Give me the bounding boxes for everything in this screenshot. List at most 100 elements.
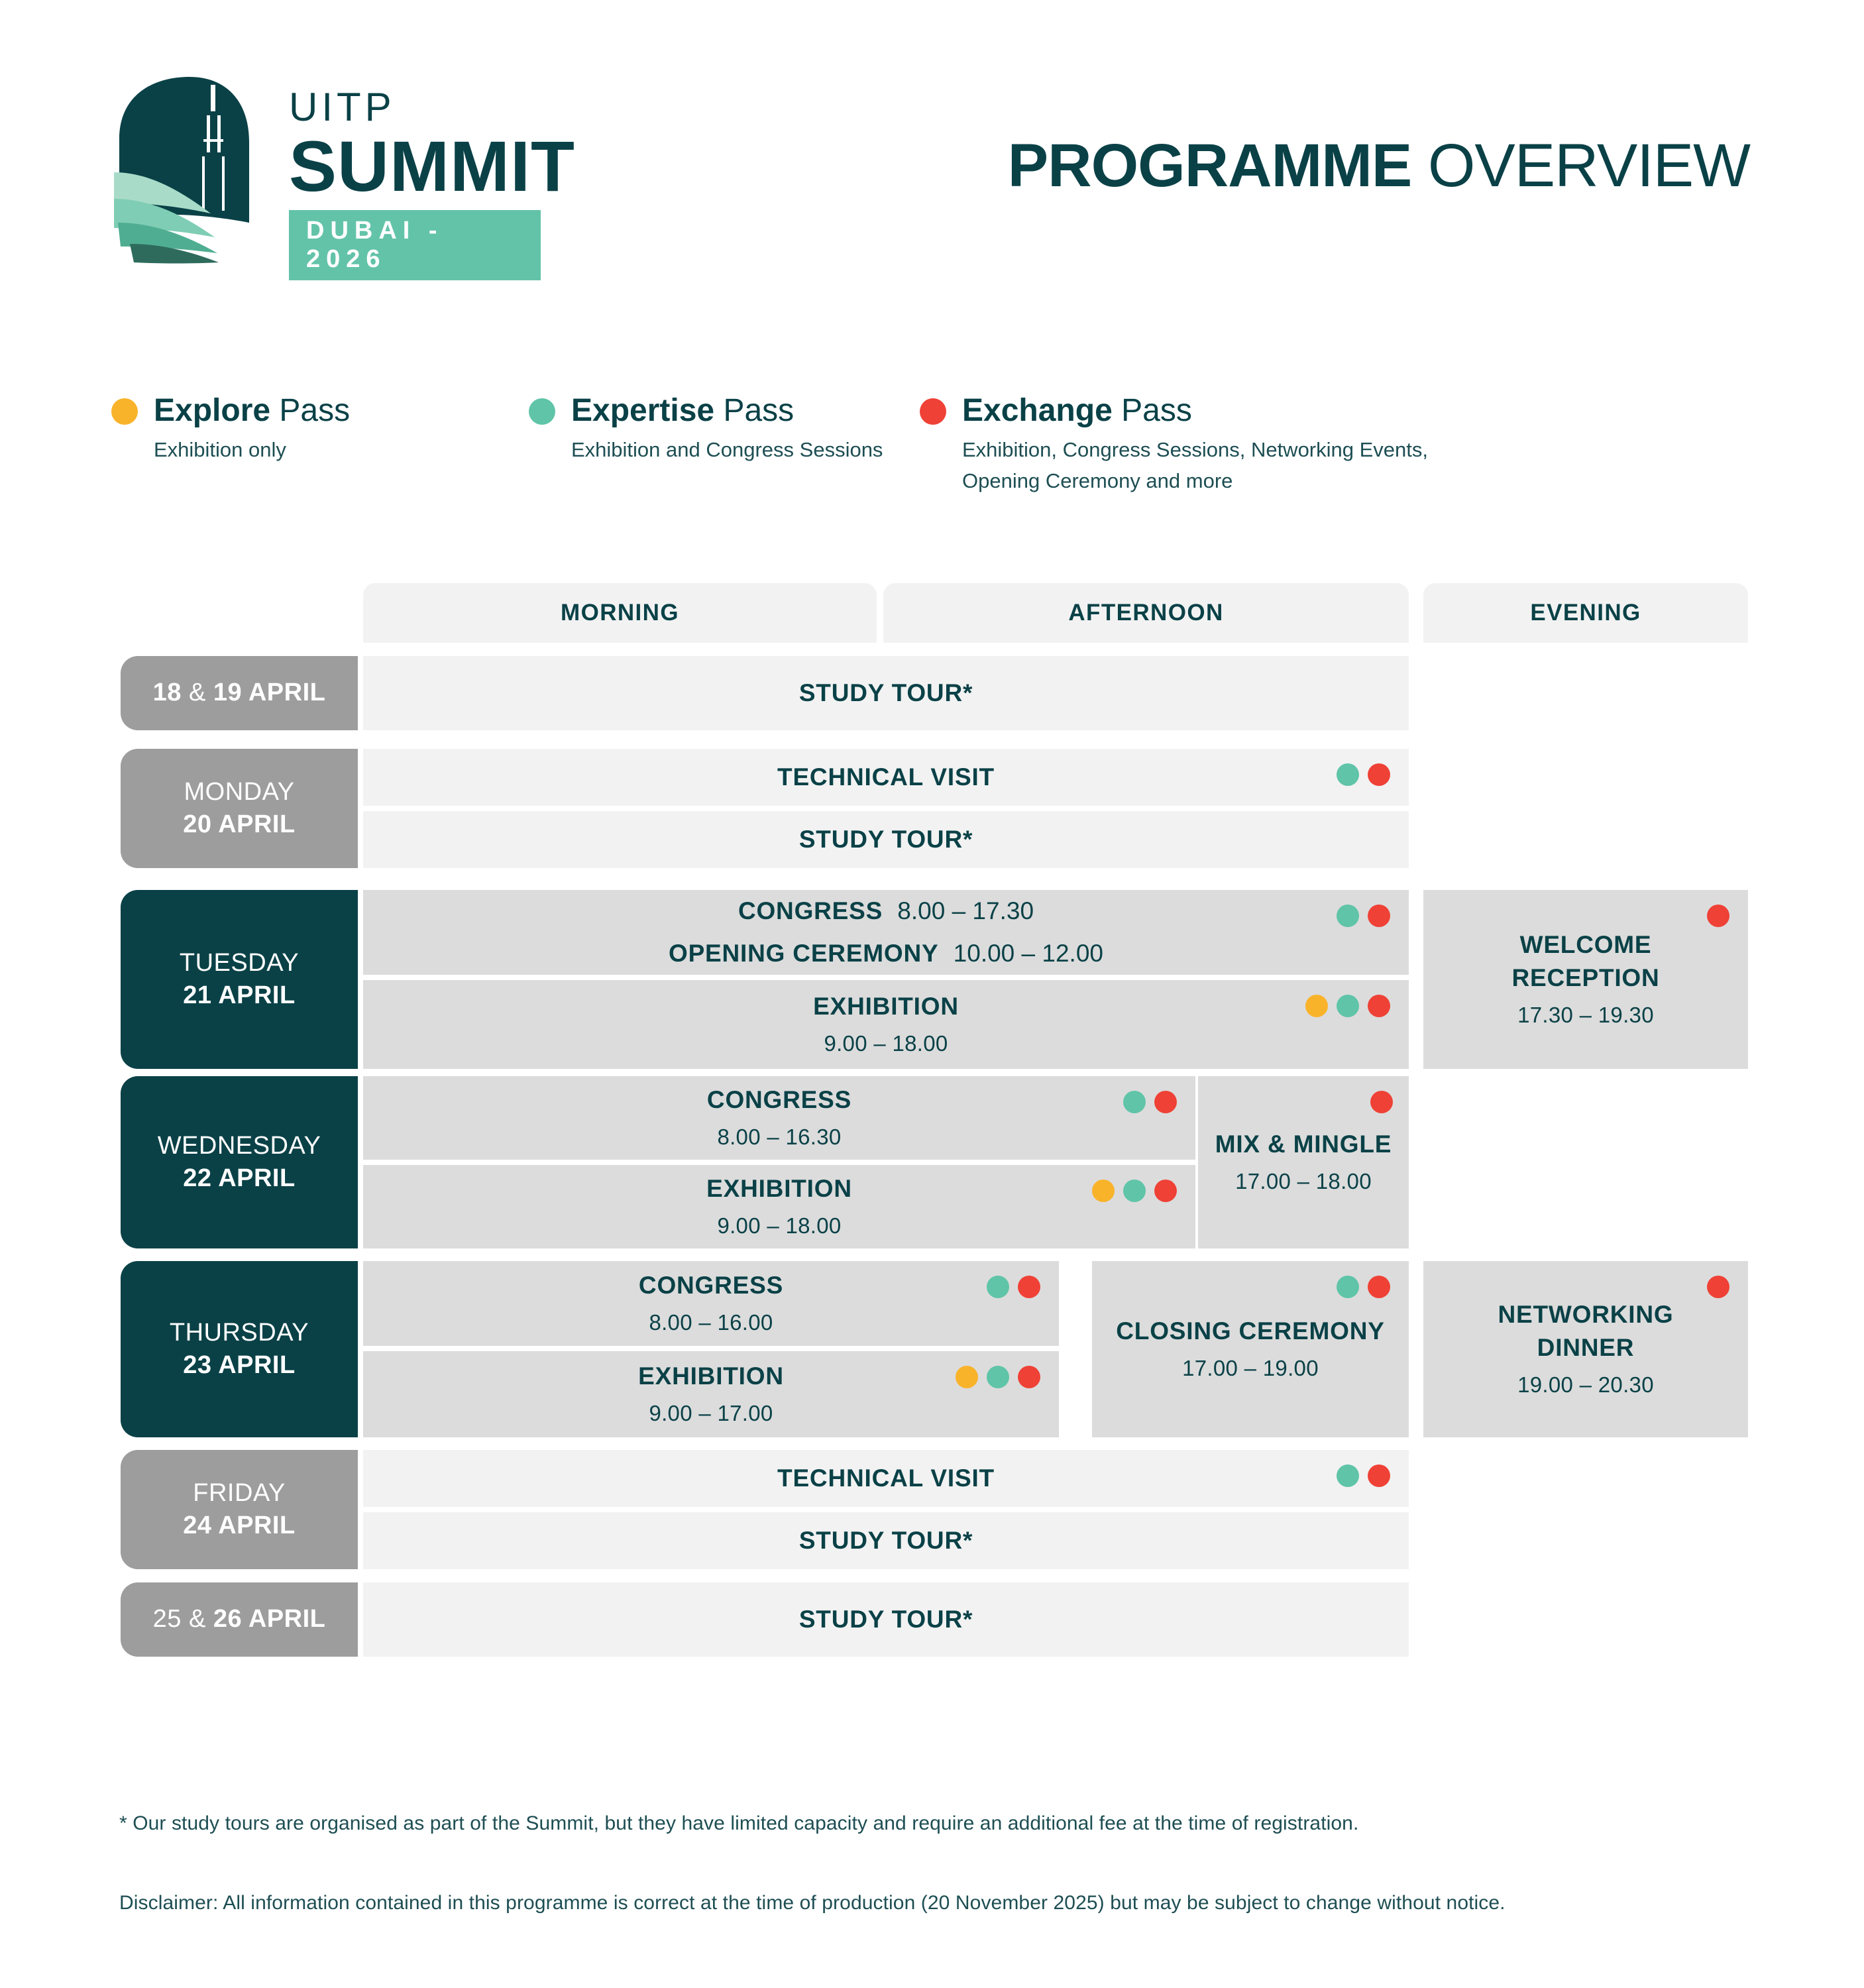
- footnote-disclaimer: Disclaimer: All information contained in…: [119, 1892, 1506, 1914]
- event-title: STUDY TOUR*: [798, 1527, 973, 1555]
- event-time: 9.00 – 17.00: [649, 1400, 773, 1425]
- column-header-afternoon: AFTERNOON: [883, 583, 1409, 643]
- event-time: 17.00 – 19.00: [1182, 1355, 1319, 1380]
- page-title-bold: PROGRAMME: [1007, 132, 1412, 199]
- pass-indicator-group: [1370, 1091, 1393, 1113]
- pass-indicator-group: [1337, 763, 1390, 786]
- day-label-6: 25 & 26 APRIL: [121, 1582, 358, 1657]
- event-exhibition-tue[interactable]: EXHIBITION 9.00 – 18.00: [363, 980, 1409, 1069]
- day-label-0: 18 & 19 APRIL: [121, 656, 358, 730]
- pass-dot-exchange-icon: [1154, 1091, 1177, 1113]
- legend-title: Explore Pass: [154, 393, 351, 428]
- day-date: 21 APRIL: [183, 981, 296, 1009]
- pass-dot-expertise-icon: [1337, 905, 1359, 927]
- day-name: THURSDAY: [169, 1318, 309, 1347]
- pass-dot-exchange-icon: [1370, 1091, 1393, 1113]
- pass-dot-exchange-icon: [1368, 1276, 1390, 1298]
- pass-dot-expertise-icon: [1337, 1276, 1359, 1298]
- event-study-tour-fri[interactable]: STUDY TOUR*: [363, 1512, 1409, 1569]
- summit-logo-mark: [114, 77, 249, 264]
- page-header: UITP SUMMIT DUBAI - 2026 PROGRAMME OVERV…: [0, 0, 1864, 311]
- event-time: 17.00 – 18.00: [1235, 1168, 1372, 1193]
- event-title: MIX & MINGLE: [1215, 1130, 1392, 1158]
- event-technical-visit-fri[interactable]: TECHNICAL VISIT: [363, 1450, 1409, 1507]
- event-time: 8.00 – 16.00: [649, 1309, 773, 1335]
- pass-dot-expertise-icon: [529, 398, 555, 425]
- pass-indicator-group: [1305, 995, 1390, 1017]
- day-label-2: TUESDAY 21 APRIL: [121, 890, 358, 1069]
- pass-indicator-group: [1337, 1464, 1390, 1487]
- day-date: 23 APRIL: [183, 1351, 296, 1379]
- column-header-morning: MORNING: [363, 583, 877, 643]
- day-name: MONDAY: [184, 777, 295, 806]
- legend-description: Exhibition only: [154, 437, 286, 461]
- event-time: 19.00 – 20.30: [1517, 1372, 1654, 1397]
- day-name: TUESDAY: [179, 948, 300, 977]
- event-title: CONGRESS: [706, 1085, 852, 1113]
- pass-indicator-group: [1092, 1180, 1177, 1202]
- pass-dot-exchange-icon: [1707, 1276, 1729, 1298]
- logo-city-badge: DUBAI - 2026: [289, 210, 541, 281]
- event-study-tour-weekend2[interactable]: STUDY TOUR*: [363, 1582, 1409, 1657]
- event-title: TECHNICAL VISIT: [777, 1464, 995, 1492]
- pass-dot-expertise-icon: [1337, 763, 1359, 786]
- event-title: TECHNICAL VISIT: [777, 763, 995, 791]
- event-title: EXHIBITION: [706, 1174, 852, 1202]
- day-date: 18 & 19 APRIL: [152, 679, 326, 707]
- pass-dot-exchange-icon: [1018, 1366, 1040, 1388]
- event-title: STUDY TOUR*: [798, 679, 973, 707]
- event-title: STUDY TOUR*: [798, 826, 973, 854]
- pass-dot-explore-icon: [111, 398, 138, 425]
- logo-summit-text: SUMMIT: [289, 126, 575, 206]
- legend-title: Expertise Pass: [571, 393, 795, 428]
- event-time: 9.00 – 18.00: [717, 1213, 842, 1238]
- legend-description: Exhibition and Congress Sessions: [571, 437, 883, 461]
- day-name: WEDNESDAY: [157, 1131, 321, 1160]
- event-study-tour-weekend1[interactable]: STUDY TOUR*: [363, 656, 1409, 730]
- pass-dot-expertise-icon: [987, 1276, 1009, 1298]
- page-title-light: OVERVIEW: [1427, 132, 1751, 199]
- day-name: FRIDAY: [193, 1478, 286, 1507]
- pass-dot-exchange-icon: [1368, 763, 1390, 786]
- pass-indicator-group: [1337, 905, 1390, 927]
- page-title: PROGRAMME OVERVIEW: [1007, 131, 1751, 201]
- pass-dot-exchange-icon: [1368, 905, 1390, 927]
- event-title: CONGRESS 8.00 – 17.30: [738, 897, 1034, 925]
- day-date: 25 & 26 APRIL: [152, 1605, 326, 1633]
- pass-dot-exchange-icon: [1707, 905, 1729, 927]
- pass-indicator-group: [956, 1366, 1040, 1388]
- pass-dot-expertise-icon: [1123, 1180, 1146, 1202]
- pass-dot-expertise-icon: [1337, 995, 1359, 1017]
- uitp-summit-logo: UITP SUMMIT DUBAI - 2026: [111, 73, 575, 281]
- pass-dot-exchange-icon: [1154, 1180, 1177, 1202]
- event-title: EXHIBITION: [638, 1362, 784, 1390]
- event-technical-visit-mon[interactable]: TECHNICAL VISIT: [363, 749, 1409, 806]
- logo-wordmark: UITP SUMMIT DUBAI - 2026: [289, 85, 575, 281]
- event-title: STUDY TOUR*: [798, 1606, 973, 1633]
- pass-indicator-group: [1337, 1276, 1390, 1298]
- event-mix-and-mingle[interactable]: MIX & MINGLE 17.00 – 18.00: [1198, 1076, 1409, 1248]
- pass-indicator-group: [1123, 1091, 1177, 1113]
- event-exhibition-thu[interactable]: EXHIBITION 9.00 – 17.00: [363, 1351, 1059, 1437]
- event-title: EXHIBITION: [813, 992, 959, 1020]
- event-time: 9.00 – 18.00: [824, 1030, 948, 1056]
- logo-uitp-text: UITP: [289, 85, 396, 129]
- day-date: 22 APRIL: [183, 1164, 296, 1192]
- event-study-tour-mon[interactable]: STUDY TOUR*: [363, 811, 1409, 868]
- event-time: 17.30 – 19.30: [1517, 1002, 1654, 1027]
- day-label-3: WEDNESDAY 22 APRIL: [121, 1076, 358, 1248]
- pass-indicator-group: [1707, 905, 1729, 927]
- event-exhibition-wed[interactable]: EXHIBITION 9.00 – 18.00: [363, 1165, 1195, 1248]
